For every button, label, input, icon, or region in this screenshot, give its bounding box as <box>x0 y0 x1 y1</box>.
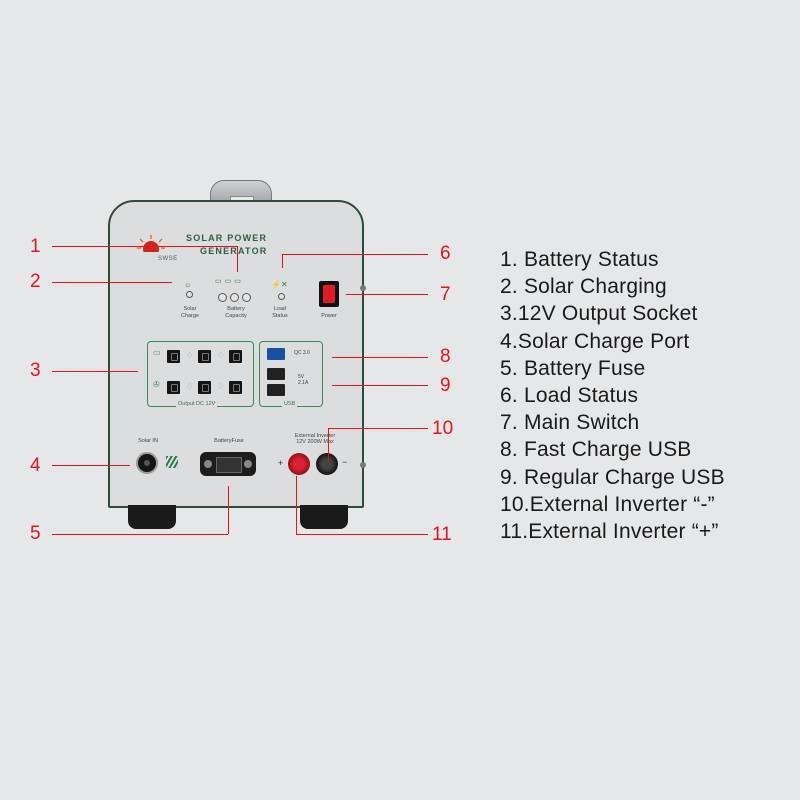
callout-11: 11 <box>432 524 452 545</box>
power-label: Power <box>321 313 337 319</box>
callout-1: 1 <box>30 236 41 257</box>
sun-logo-icon <box>136 235 166 256</box>
callout-line-8 <box>332 357 428 358</box>
solar-charge-led <box>186 291 193 298</box>
bulb-icon: ♢ <box>217 382 225 391</box>
callout-line-2 <box>52 282 172 283</box>
dc-socket[interactable] <box>229 350 242 363</box>
legend-item-5: 5. Battery Fuse <box>500 356 646 380</box>
battery-fuse-cover[interactable] <box>216 457 242 473</box>
legend-item-4: 4.Solar Charge Port <box>500 329 690 353</box>
callout-line-1 <box>52 246 238 247</box>
legend-item-8: 8. Fast Charge USB <box>500 438 692 462</box>
legend-item-11: 11.External Inverter “+” <box>500 519 719 543</box>
battery-capacity-label: Battery Capacity <box>225 306 247 319</box>
dc-socket[interactable] <box>167 350 180 363</box>
dc-socket[interactable] <box>167 381 180 394</box>
callout-line-10 <box>328 428 329 460</box>
legend-item-1: 1. Battery Status <box>500 248 659 271</box>
callout-9: 9 <box>440 375 451 396</box>
inverter-positive-terminal[interactable] <box>288 453 310 475</box>
callout-line-1 <box>237 246 238 272</box>
callout-line-10 <box>328 428 428 429</box>
callout-3: 3 <box>30 360 41 381</box>
qc-label: QC 3.0 <box>294 350 310 356</box>
callout-line-6 <box>282 254 428 255</box>
power-switch-rocker[interactable] <box>323 285 335 303</box>
battery-fuse-label: BatteryFuse <box>214 438 244 444</box>
callout-5: 5 <box>30 523 41 544</box>
solar-in-port[interactable] <box>136 452 158 474</box>
battery-led-2 <box>230 293 239 302</box>
fast-charge-usb-port[interactable] <box>267 348 285 360</box>
callout-4: 4 <box>30 455 41 476</box>
callout-line-6 <box>282 254 283 268</box>
load-status-icon: ⚡✕ <box>271 280 288 289</box>
side-bolt <box>360 462 366 468</box>
right-foot <box>300 505 348 529</box>
legend-item-2: 2. Solar Charging <box>500 275 667 299</box>
battery-led-1 <box>218 293 227 302</box>
callout-line-9 <box>332 385 428 386</box>
callout-6: 6 <box>440 243 451 264</box>
dc-socket[interactable] <box>198 381 211 394</box>
bulb-icon: ♢ <box>186 382 194 391</box>
bulb-icon: ♢ <box>186 351 194 360</box>
external-inverter-label: External Inverter 12V 200W Max <box>294 433 336 445</box>
feature-legend: 1. Battery Status 2. Solar Charging 3.12… <box>500 246 725 545</box>
solar-charge-label: Solar Charge <box>180 306 200 319</box>
dc-socket[interactable] <box>229 381 242 394</box>
callout-7: 7 <box>440 284 451 305</box>
callout-8: 8 <box>440 346 451 367</box>
tv-icon: ▭ <box>153 348 161 357</box>
battery-led-3 <box>242 293 251 302</box>
device-title-line1: SOLAR POWER <box>186 233 268 243</box>
fan-icon: ✇ <box>153 380 160 389</box>
brand-logo-text: SWSE <box>158 256 178 262</box>
inverter-negative-terminal[interactable] <box>316 453 338 475</box>
bulb-icon: ♢ <box>217 351 225 360</box>
callout-line-5 <box>228 486 229 534</box>
legend-item-10: 10.External Inverter “-” <box>500 492 715 516</box>
load-status-label: Load Status <box>272 306 288 319</box>
device-title-line2: GENERATOR <box>200 246 268 256</box>
usb-rating-label: 5V 2.1A <box>298 374 309 386</box>
legend-item-7: 7. Main Switch <box>500 411 640 435</box>
legend-item-9: 9. Regular Charge USB <box>500 465 725 489</box>
left-foot <box>128 505 176 529</box>
stripe-icon <box>166 456 178 468</box>
callout-line-5 <box>52 534 228 535</box>
usb-port[interactable] <box>267 384 285 396</box>
solar-in-label: Solar IN <box>138 438 158 444</box>
side-bolt <box>360 285 366 291</box>
callout-2: 2 <box>30 271 41 292</box>
callout-line-4 <box>52 465 130 466</box>
callout-line-7 <box>346 294 428 295</box>
dc-socket[interactable] <box>198 350 211 363</box>
load-status-led <box>278 293 285 300</box>
battery-icons: ▭▭▭ <box>215 278 244 285</box>
output-dc-label: Output DC 12V <box>176 401 218 407</box>
usb-label: USB <box>282 401 298 407</box>
callout-line-11 <box>296 534 428 535</box>
minus-sign: − <box>342 457 348 467</box>
callout-line-11 <box>296 476 297 534</box>
callout-line-3 <box>52 371 138 372</box>
legend-item-3: 3.12V Output Socket <box>500 302 698 326</box>
sun-icon: ☼ <box>184 280 192 289</box>
callout-10: 10 <box>432 418 454 439</box>
plus-sign: + <box>278 458 284 468</box>
legend-item-6: 6. Load Status <box>500 383 639 407</box>
usb-port[interactable] <box>267 368 285 380</box>
